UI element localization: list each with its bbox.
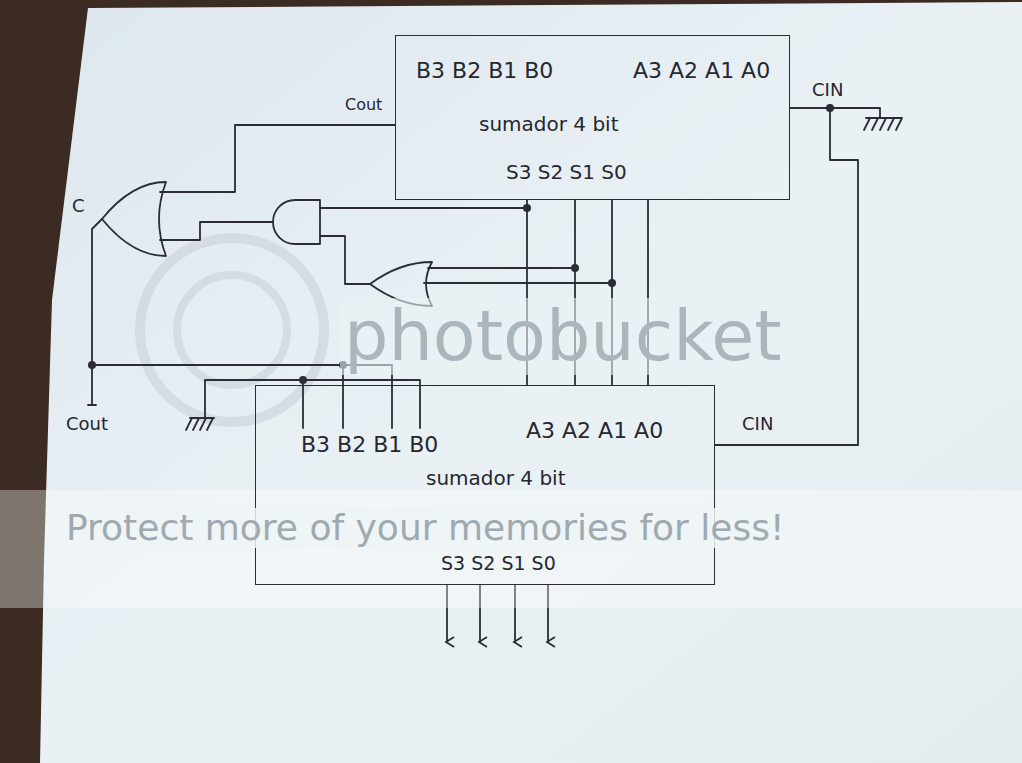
wire — [302, 380, 304, 428]
signal-name: CIN — [742, 414, 773, 434]
watermark: Protect more of your memories for less! — [62, 508, 788, 548]
and-gate — [273, 200, 320, 244]
watermark-logo — [177, 275, 287, 385]
ground-symbol — [186, 418, 214, 430]
watermark-band — [0, 490, 1022, 608]
signal-name: Cout — [66, 414, 108, 434]
pin-names: A3 A2 A1 A0 — [633, 59, 770, 83]
wire — [160, 125, 395, 192]
wire — [320, 236, 370, 284]
block-name: sumador 4 bit — [479, 113, 619, 135]
ground-symbol — [864, 118, 902, 130]
signal-name: C — [72, 196, 85, 216]
output-pin-names: S3 S2 S1 S0 — [506, 161, 627, 183]
block-name: sumador 4 bit — [426, 467, 566, 489]
junction-dot — [88, 361, 96, 369]
output-pin-names: S3 S2 S1 S0 — [441, 553, 556, 574]
signal-name: Cout — [345, 96, 382, 114]
wire — [88, 404, 96, 406]
wire — [160, 222, 273, 240]
adder-block: B3 B2 B1 B0 A3 A2 A1 A0 sumador 4 bit S3 S2… — [395, 35, 790, 200]
paper-sheet — [40, 2, 1022, 763]
wire — [790, 108, 880, 118]
wire — [715, 108, 858, 445]
pin-names: B3 B2 B1 B0 — [416, 59, 553, 83]
pin-names: B3 B2 B1 B0 — [301, 433, 438, 457]
wire — [424, 282, 612, 284]
wire — [320, 207, 527, 209]
wire — [428, 267, 575, 269]
pin-names: A3 A2 A1 A0 — [526, 419, 663, 443]
wire — [92, 219, 102, 405]
or-gate — [102, 182, 166, 256]
watermark-logo — [140, 238, 324, 422]
signal-name: CIN — [812, 80, 843, 100]
watermark: photobucket — [340, 298, 786, 375]
wire — [205, 380, 420, 428]
adder-block: B3 B2 B1 B0 A3 A2 A1 A0 sumador 4 bit S3 S2… — [255, 385, 715, 585]
junction-dot — [299, 376, 307, 384]
